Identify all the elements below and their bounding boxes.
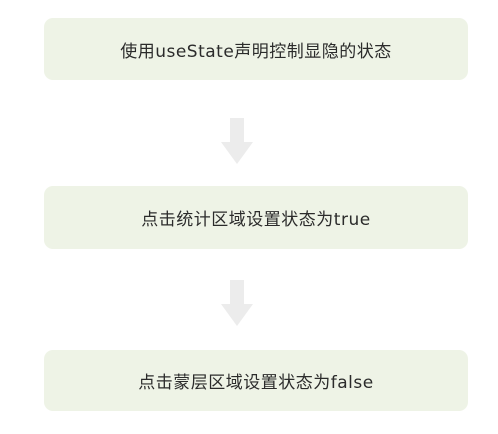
flow-step-1-label: 使用useState声明控制显隐的状态 — [120, 41, 392, 62]
flow-step-3: 点击蒙层区域设置状态为false — [44, 350, 468, 411]
arrow-down-icon — [221, 280, 253, 326]
flow-step-3-label: 点击蒙层区域设置状态为false — [138, 373, 374, 393]
arrow-down-icon — [221, 118, 253, 164]
flow-step-1: 使用useState声明控制显隐的状态 — [44, 18, 468, 80]
flow-step-2: 点击统计区域设置状态为true — [44, 186, 468, 249]
flow-step-2-label: 点击统计区域设置状态为true — [141, 210, 371, 230]
